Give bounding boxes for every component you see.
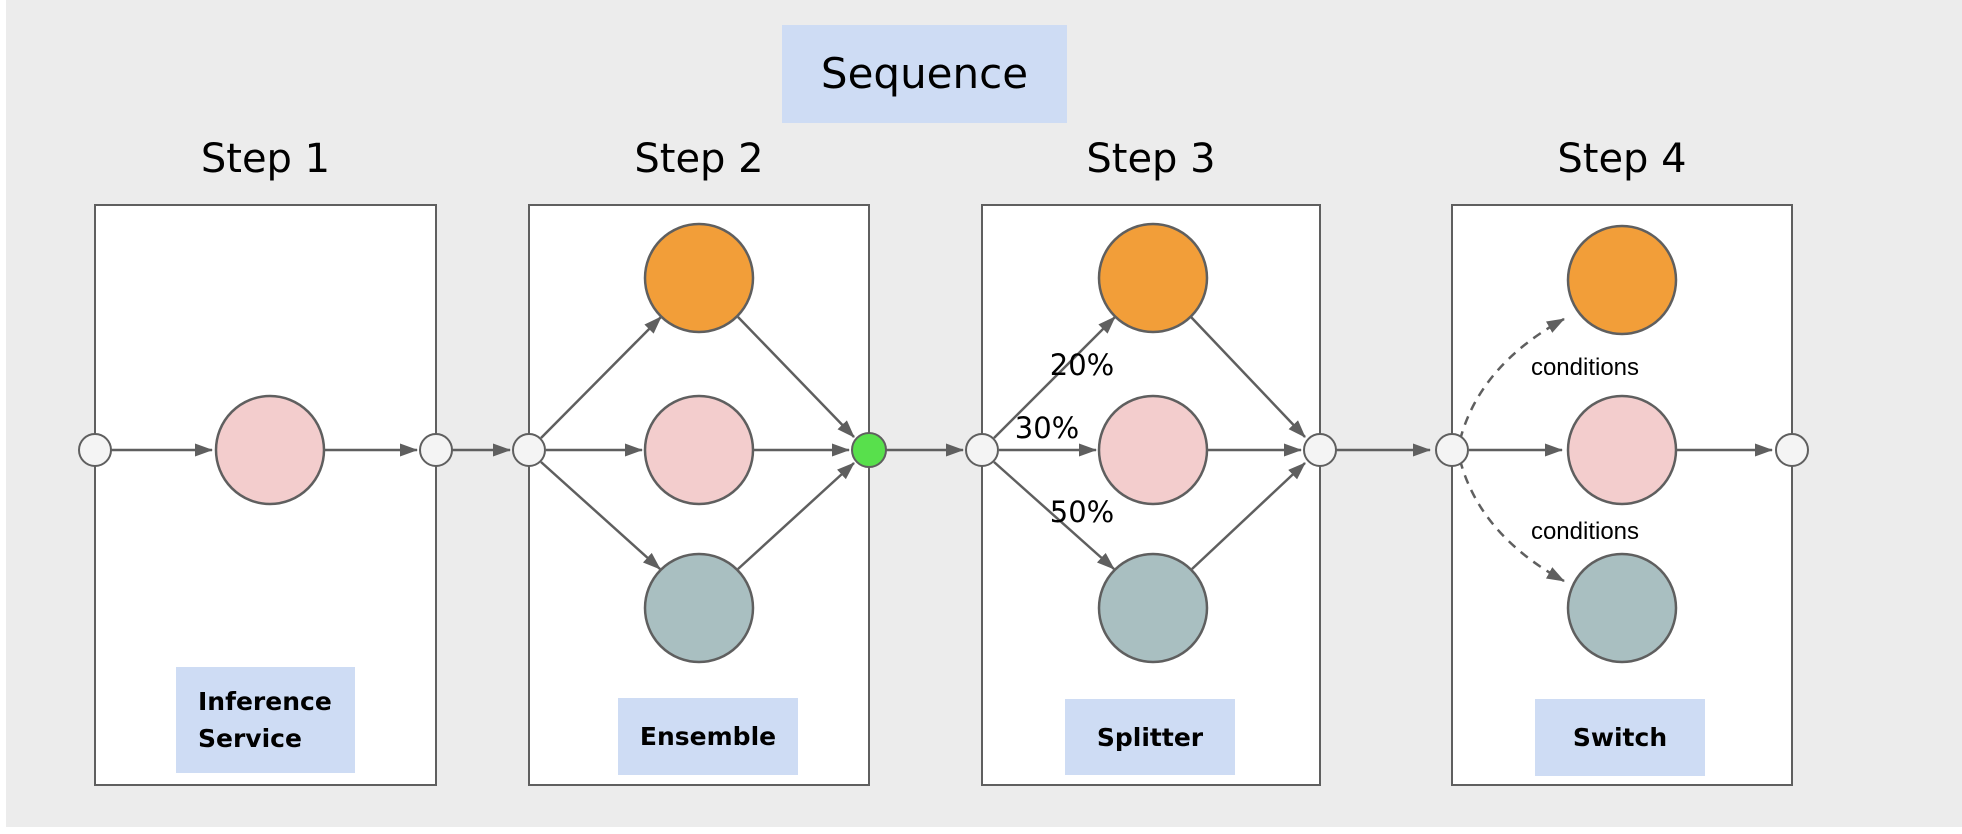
model-node-teal-step4 xyxy=(1566,552,1678,664)
edge-step3-to-orange xyxy=(993,316,1116,439)
model-node-pink-step4 xyxy=(1566,394,1678,506)
weight-label-50: 50% xyxy=(1049,495,1115,529)
step3-pattern-label: Splitter xyxy=(1065,699,1235,775)
model-node-pink-step1 xyxy=(214,394,326,506)
weight-label-20: 20% xyxy=(1049,348,1115,382)
weight-label-30: 30% xyxy=(1014,411,1080,445)
model-node-orange-step2 xyxy=(643,222,755,334)
edge-teal-to-port3 xyxy=(1191,462,1306,570)
model-node-orange-step4 xyxy=(1566,224,1678,336)
edge-step2-to-teal xyxy=(540,461,661,570)
step2-pattern-label: Ensemble xyxy=(618,698,798,775)
port-step1-out xyxy=(419,433,453,467)
model-node-orange-step3 xyxy=(1097,222,1209,334)
step1-title: Step 1 xyxy=(200,136,331,182)
model-node-teal-step2 xyxy=(643,552,755,664)
sequence-title: Sequence xyxy=(782,25,1067,123)
edge-step2-to-orange xyxy=(540,316,662,439)
step4-pattern-label: Switch xyxy=(1535,699,1705,776)
condition-label-top: conditions xyxy=(1530,354,1640,381)
port-step2-in xyxy=(512,433,546,467)
step3-title: Step 3 xyxy=(1086,136,1216,182)
edge-condition-to-teal xyxy=(1458,459,1565,583)
port-step3-in xyxy=(965,433,999,467)
model-node-teal-step3 xyxy=(1097,552,1209,664)
condition-label-bottom: conditions xyxy=(1530,518,1640,545)
edge-condition-to-orange xyxy=(1458,317,1565,441)
port-step4-in xyxy=(1435,433,1469,467)
port-step3-out xyxy=(1303,433,1337,467)
step1-pattern-label: Inference Service xyxy=(176,667,355,773)
step2-title: Step 2 xyxy=(634,136,764,182)
edge-orange-to-green xyxy=(737,316,855,438)
edge-orange-to-port3 xyxy=(1190,316,1306,438)
port-step4-out xyxy=(1775,433,1809,467)
edge-step3-to-teal xyxy=(993,461,1115,570)
model-node-pink-step2 xyxy=(643,394,755,506)
edge-teal-to-green xyxy=(737,462,855,570)
model-node-pink-step3 xyxy=(1097,394,1209,506)
port-step2-combiner-green xyxy=(851,432,887,468)
port-step1-in xyxy=(78,433,112,467)
step4-title: Step 4 xyxy=(1557,136,1687,182)
